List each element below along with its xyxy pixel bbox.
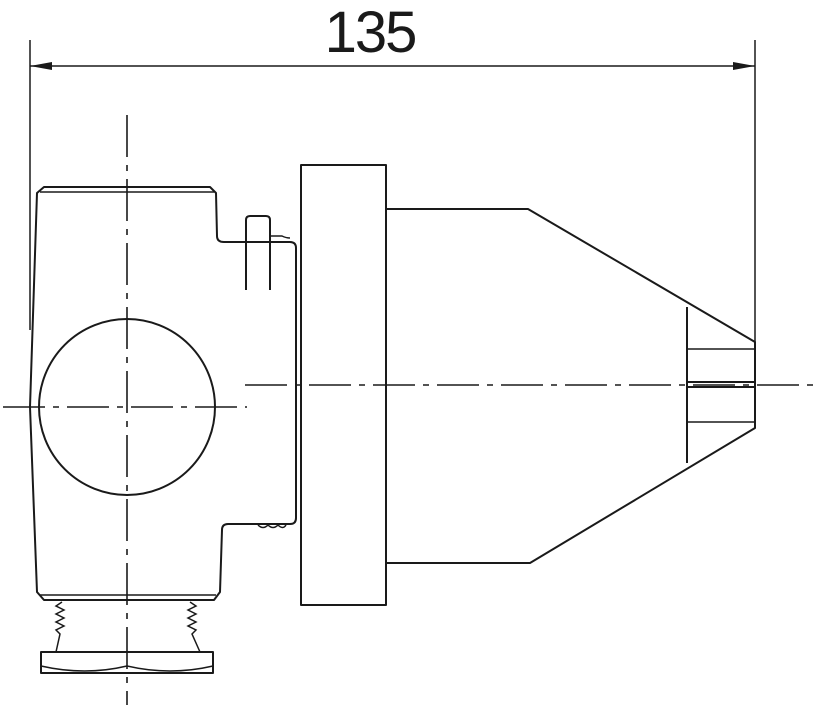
arrowhead-left <box>30 62 52 70</box>
valve-body <box>29 186 297 601</box>
dimension-135: 135 <box>29 0 756 342</box>
centerlines <box>3 115 820 705</box>
cone-head <box>386 208 756 564</box>
side-pin <box>245 215 291 290</box>
dimension-label: 135 <box>325 0 416 65</box>
arrowhead-right <box>733 62 755 70</box>
